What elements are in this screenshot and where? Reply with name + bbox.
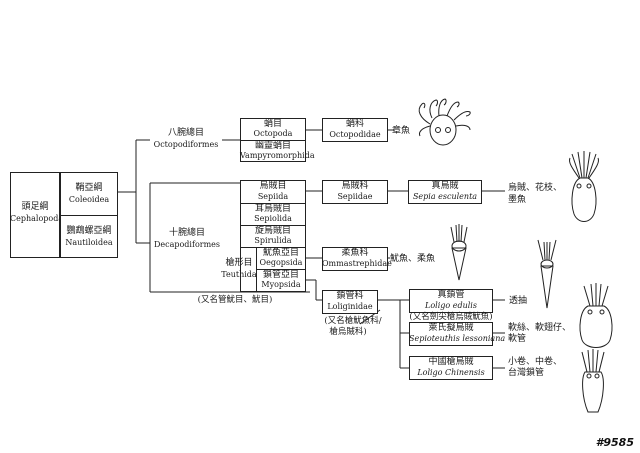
species-loligo-chinensis-box <box>409 356 493 380</box>
order-teuthida-zh: 槍形目 <box>225 258 253 268</box>
subclass-nautiloidea-zh: 鸚鵡螺亞綱 <box>66 226 112 236</box>
suborder-myopsida-zh: 鎖管亞目 <box>262 270 299 280</box>
order-sepiida-en: Sepiida <box>257 192 289 201</box>
family-loliginidae-box <box>322 290 378 314</box>
order-divider-1 <box>240 203 306 204</box>
family-loliginidae-note-2: 槍烏賊科) <box>329 327 367 337</box>
family-loliginidae-en: Loliginidae <box>327 302 373 311</box>
superorder-octopodiformes-en: Octopodiformes <box>153 140 219 149</box>
suborder-myopsida-en: Myopsida <box>261 280 301 289</box>
order-spirulida-en: Spirulida <box>254 236 292 245</box>
order-octopoda-en: Octopoda <box>253 129 293 138</box>
species-loligo-edulis-box <box>409 289 493 313</box>
species-sepia-box <box>408 180 482 204</box>
suborder-divider <box>256 269 306 270</box>
root-zh: 頭足綱 <box>21 202 49 212</box>
common-octopus: 章魚 <box>392 126 411 136</box>
order-teuthida-en: Teuthida <box>221 270 257 279</box>
root-box <box>10 172 60 258</box>
common-cuttlefish-2: 墨魚 <box>508 195 527 205</box>
species-loligo-edulis-note: (又名劍尖槍烏賊魷魚) <box>409 312 493 322</box>
family-octopodidae-en: Octopodidae <box>329 130 381 139</box>
common-chinensis-1: 小卷、中卷、 <box>508 357 563 367</box>
order-sepiolida-en: Sepiolida <box>254 214 292 223</box>
common-sepioteuthis-2: 軟管 <box>508 334 527 344</box>
family-ommastrephidae-box <box>322 247 388 271</box>
common-squid: 魷魚、柔魚 <box>390 254 436 264</box>
order-decapod-box <box>240 180 306 292</box>
order-sepiolida-zh: 耳烏賊目 <box>254 204 291 214</box>
species-loligo-chinensis-en: Loligo Chinensis <box>417 368 485 377</box>
family-octopodidae-zh: 蛸科 <box>345 119 364 129</box>
species-sepia-zh: 真烏賊 <box>431 181 459 191</box>
loligo-edulis-illustration <box>537 239 557 309</box>
order-divider-3 <box>240 247 306 248</box>
octopus-illustration <box>418 98 471 146</box>
species-loligo-edulis-en: Loligo edulis <box>425 301 477 310</box>
family-sepiidae-en: Sepiidae <box>337 192 373 201</box>
family-ommastrephidae-en: Ommastrephidae <box>322 259 392 268</box>
cuttlefish-illustration <box>569 151 599 222</box>
sepioteuthis-illustration <box>579 283 613 348</box>
common-loligo: 透抽 <box>509 296 528 306</box>
common-chinensis-2: 台灣鎖管 <box>508 368 545 378</box>
superorder-decapodiformes-en: Decapodiformes <box>153 240 221 249</box>
order-vampyromorphida-en: Vampyromorphida <box>240 151 315 160</box>
order-divider-2 <box>240 225 306 226</box>
family-ommastrephidae-zh: 柔魚科 <box>341 248 369 258</box>
order-spirulida-zh: 旋烏賊目 <box>254 226 291 236</box>
loligo-chinensis-illustration <box>581 349 605 413</box>
order-sepiida-zh: 烏賊目 <box>259 181 287 191</box>
subclass-divider <box>60 215 118 216</box>
order-octopod-divider <box>240 140 306 141</box>
family-sepiidae-box <box>322 180 388 204</box>
order-vampyromorphida-zh: 幽靈蛸目 <box>254 141 291 151</box>
species-loligo-edulis-zh: 真鎖管 <box>437 290 465 300</box>
common-cuttlefish-1: 烏賊、花枝、 <box>508 183 563 193</box>
superorder-octopodiformes-zh: 八腕總目 <box>167 128 204 138</box>
root-en: Cephalopoda <box>10 214 64 223</box>
family-sepiidae-zh: 烏賊科 <box>341 181 369 191</box>
subclass-coleoidea-en: Coleoidea <box>68 195 110 204</box>
species-sepioteuthis-box <box>409 322 493 346</box>
watermark: #9585 <box>595 436 634 449</box>
family-octopodidae-box <box>322 118 388 142</box>
suborder-oegopsida-zh: 魷魚亞目 <box>262 248 299 258</box>
ommastrephid-illustration <box>450 224 468 281</box>
species-sepia-en: Sepia esculenta <box>412 192 478 201</box>
order-octopoda-zh: 蛸目 <box>263 119 282 129</box>
species-loligo-chinensis-zh: 中國槍烏賊 <box>428 357 474 367</box>
suborder-oegopsida-en: Oegopsida <box>259 258 303 267</box>
species-sepioteuthis-zh: 萊氏擬烏賊 <box>428 323 474 333</box>
superorder-decapodiformes-zh: 十腕總目 <box>168 228 205 238</box>
family-loliginidae-note-1: (又名槍魷魚科/ <box>324 316 382 326</box>
family-loliginidae-zh: 鎖管科 <box>336 291 364 301</box>
teuthida-note: (又名管魷目、魷目) <box>197 295 273 305</box>
subclass-coleoidea-zh: 鞘亞綱 <box>75 183 103 193</box>
species-sepioteuthis-en: Sepioteuthis lessoniana <box>409 334 506 343</box>
subclass-nautiloidea-en: Nautiloidea <box>65 238 113 247</box>
common-sepioteuthis-1: 軟絲、軟翅仔、 <box>508 323 572 333</box>
